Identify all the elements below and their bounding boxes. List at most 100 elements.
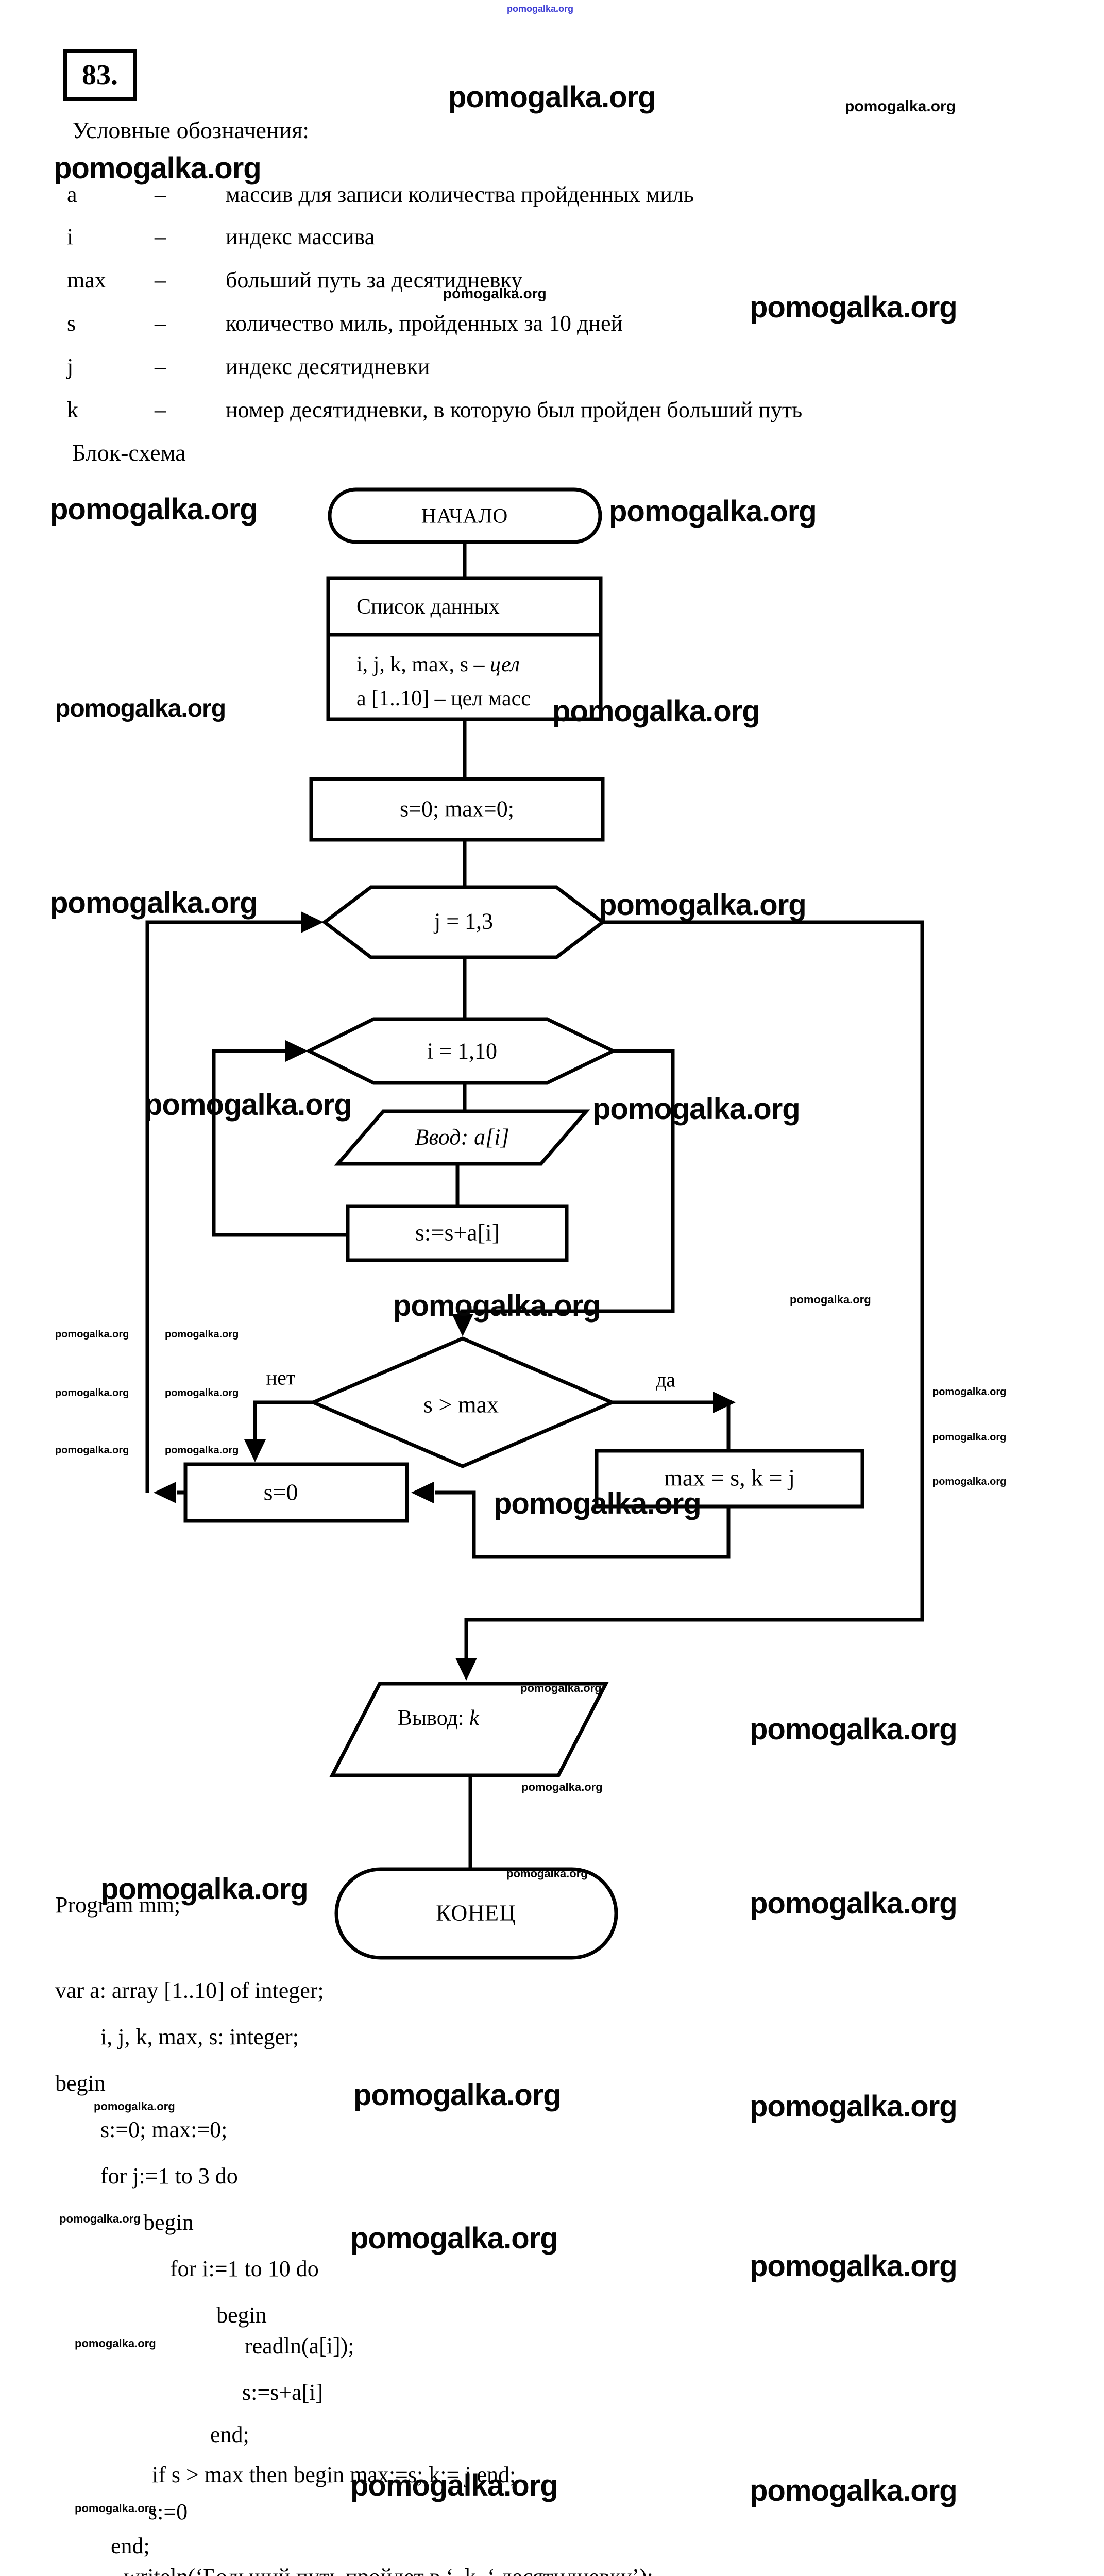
code-line: i, j, k, max, s: integer; (100, 2024, 299, 2049)
output-label: Вывод: k (398, 1706, 479, 1731)
watermark: pomogalka.org (350, 2222, 558, 2255)
watermark: pomogalka.org (165, 1387, 239, 1399)
vars-prefix: i, j, k, max, s – (356, 653, 490, 676)
legend-desc: индекс массива (226, 224, 375, 249)
code-line: readln(a[i]); (245, 2333, 354, 2359)
yes-branch-line (612, 1400, 731, 1451)
arrowhead-icon (713, 1392, 736, 1413)
watermark: pomogalka.org (790, 1293, 871, 1306)
watermark-blue: pomogalka.org (507, 4, 574, 14)
legend-desc: индекс десятидневки (226, 354, 430, 379)
watermark: pomogalka.org (55, 1445, 129, 1456)
watermark: pomogalka.org (609, 495, 817, 528)
watermark: pomogalka.org (350, 2469, 558, 2502)
watermark: pomogalka.org (750, 2249, 958, 2283)
watermark: pomogalka.org (932, 1386, 1007, 1398)
init-label: s=0; max=0; (400, 796, 514, 822)
output-shape (329, 1682, 609, 1777)
watermark: pomogalka.org (75, 2502, 156, 2515)
watermark: pomogalka.org (448, 80, 656, 114)
assign-max-label: max = s, k = j (664, 1464, 795, 1491)
data-list-title: Список данных (356, 595, 500, 619)
code-line: s:=s+a[i] (242, 2380, 324, 2405)
watermark: pomogalka.org (54, 151, 262, 185)
code-line: begin (216, 2302, 267, 2328)
arrowhead-icon (285, 1040, 308, 1062)
arrowhead-icon (301, 911, 324, 933)
assign-max-shape (595, 1449, 864, 1509)
assign-exit-line (435, 1490, 731, 1559)
watermark: pomogalka.org (552, 694, 760, 728)
yes-label: да (655, 1368, 676, 1392)
legend-desc: больший путь за десятидневку (226, 267, 523, 293)
watermark: pomogalka.org (55, 1387, 129, 1399)
data-list-shape (326, 576, 603, 721)
loop-j-label: j = 1,3 (434, 908, 494, 934)
watermark: pomogalka.org (55, 1329, 129, 1340)
data-list-vars: i, j, k, max, s – цел (356, 652, 520, 677)
legend-symbol: max (67, 267, 106, 293)
reset-process-shape (183, 1462, 409, 1523)
watermark: pomogalka.org (50, 886, 258, 920)
watermark: pomogalka.org (494, 1487, 702, 1520)
code-line: end; (111, 2533, 150, 2558)
legend-symbol: a (67, 182, 77, 207)
legend-title: Условные обозначения: (72, 117, 310, 143)
watermark: pomogalka.org (75, 2337, 156, 2350)
watermark: pomogalka.org (165, 1329, 239, 1340)
output-var: k (469, 1706, 479, 1730)
output-prefix: Вывод: (398, 1706, 470, 1730)
watermark: pomogalka.org (750, 291, 958, 324)
watermark: pomogalka.org (750, 2474, 958, 2507)
no-branch-line (253, 1400, 313, 1442)
problem-number-box: 83. (63, 49, 137, 101)
vars-type: цел (490, 653, 520, 676)
end-terminal-shape (334, 1867, 618, 1960)
loop-j-shape (321, 885, 606, 959)
sum-process-shape (346, 1204, 569, 1262)
no-label: нет (266, 1366, 296, 1389)
start-label: НАЧАЛО (421, 504, 508, 528)
code-line: for j:=1 to 3 do (100, 2163, 238, 2189)
watermark: pomogalka.org (59, 2212, 141, 2225)
code-line: s:=0; max:=0; (100, 2117, 228, 2142)
legend-symbol: s (67, 311, 76, 336)
watermark: pomogalka.org (144, 1088, 352, 1122)
legend-dash: – (155, 354, 166, 379)
arrowhead-icon (452, 1314, 473, 1336)
code-line: if s > max then begin max:=s; k:= j end; (152, 2462, 516, 2487)
data-list-array: a [1..10] – цел масс (356, 687, 531, 710)
watermark: pomogalka.org (94, 2100, 175, 2113)
reset-label: s=0 (263, 1479, 298, 1505)
watermark: pomogalka.org (393, 1289, 601, 1323)
loop-i-shape (305, 1017, 618, 1085)
code-line: for i:=1 to 10 do (170, 2256, 319, 2281)
code-line: end; (210, 2422, 249, 2447)
watermark: pomogalka.org (100, 1872, 309, 1906)
watermark: pomogalka.org (520, 1682, 602, 1694)
code-line: writeln(‘Больший путь пройдет в ‘, k, ‘ … (124, 2564, 653, 2576)
problem-number: 83. (82, 59, 118, 91)
watermark: pomogalka.org (521, 1781, 603, 1793)
watermark: pomogalka.org (750, 2090, 958, 2123)
watermark: pomogalka.org (165, 1445, 239, 1456)
diagram-heading: Блок-схема (72, 439, 186, 466)
input-label: Ввод: a[i] (415, 1124, 509, 1150)
legend-dash: – (155, 224, 166, 249)
sum-label: s:=s+a[i] (415, 1219, 500, 1246)
loop-i-label: i = 1,10 (427, 1038, 498, 1064)
arrowhead-icon (411, 1482, 434, 1503)
arrowhead-icon (455, 1658, 477, 1681)
watermark: pomogalka.org (932, 1476, 1007, 1487)
watermark: pomogalka.org (443, 285, 547, 301)
legend-desc: количество миль, пройденных за 10 дней (226, 311, 623, 336)
init-process-shape (309, 777, 605, 842)
watermark: pomogalka.org (750, 1713, 958, 1746)
j-exit-line (464, 920, 924, 1660)
code-line: begin (143, 2210, 194, 2235)
legend-desc: массив для записи количества пройденных … (226, 182, 694, 207)
code-line: var a: array [1..10] of integer; (55, 1978, 324, 2003)
code-line: s:=0 (148, 2499, 188, 2524)
arrowhead-icon (244, 1439, 266, 1462)
arrowhead-icon (154, 1482, 176, 1503)
